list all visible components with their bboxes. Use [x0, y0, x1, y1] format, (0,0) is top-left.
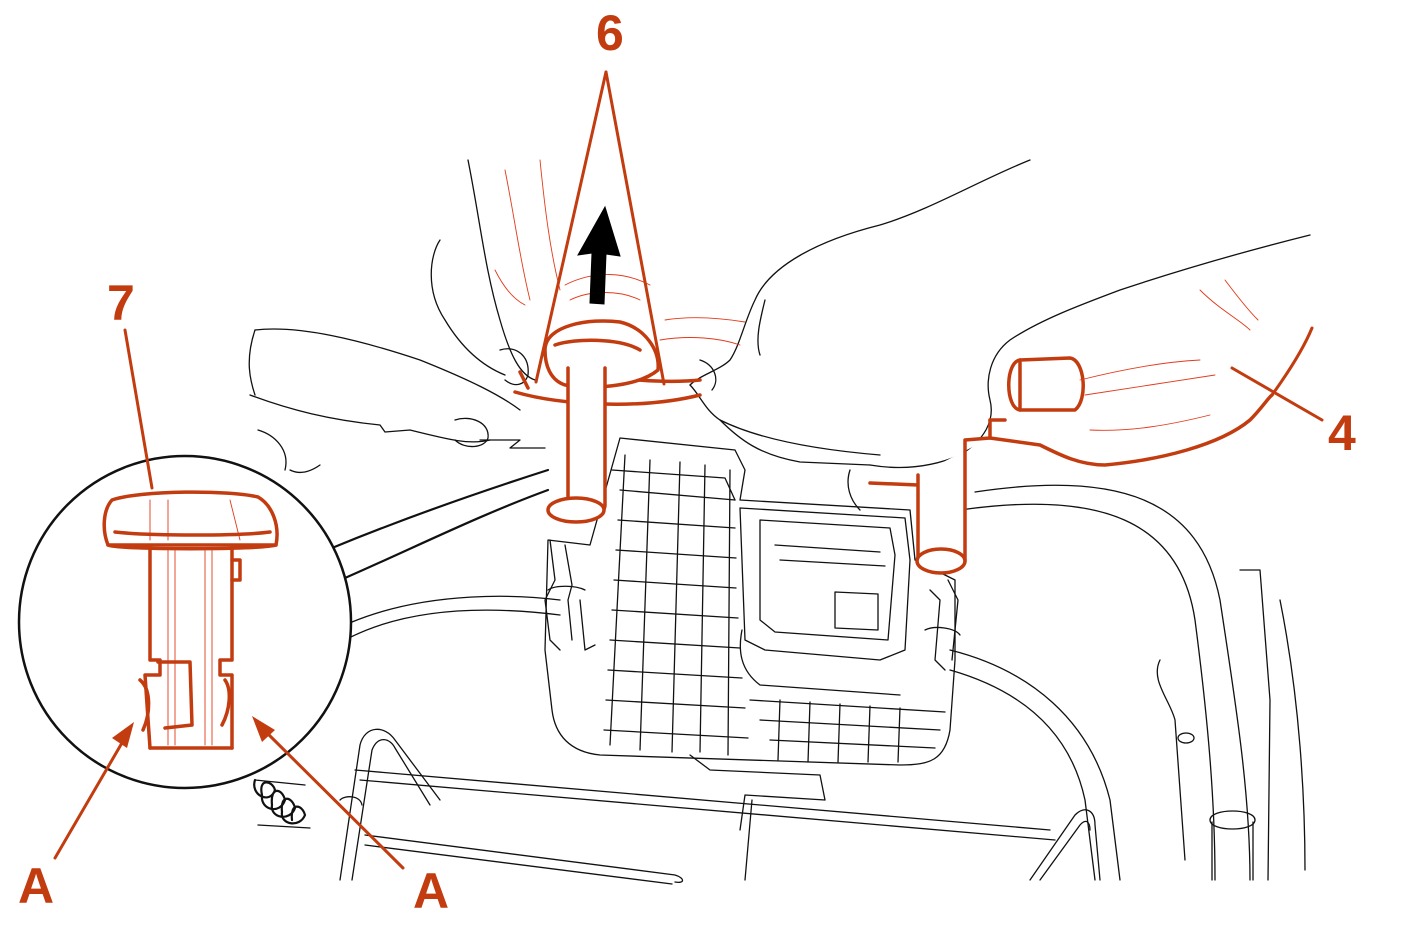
- leader-line-4: [1230, 366, 1324, 422]
- callout-label-a-right: A: [413, 863, 449, 919]
- leader-line-4b: [1270, 326, 1314, 397]
- leader-line-a-right: [260, 726, 405, 870]
- callout-label-6: 6: [596, 5, 624, 61]
- part-4-bracket: [868, 279, 1274, 575]
- control-module-housing: [544, 437, 961, 881]
- callout-label-7: 7: [107, 275, 135, 331]
- callout-label-a-left: A: [18, 858, 54, 914]
- leader-line-6-left: [534, 70, 608, 384]
- arrowhead-a-left: [112, 722, 134, 748]
- coil-spring: [253, 778, 311, 829]
- leader-line-a-left: [53, 734, 128, 860]
- part-7-clip-detail: [102, 490, 279, 750]
- callout-label-4: 4: [1328, 405, 1356, 461]
- arrow-up-icon: [577, 205, 621, 305]
- detail-magnifier: [17, 454, 550, 790]
- leader-line-6-right: [604, 70, 666, 386]
- leader-line-7: [123, 328, 154, 490]
- arrowhead-a-right: [252, 716, 275, 742]
- part-6-plunger: [494, 159, 746, 524]
- housing-line-art: [248, 159, 1311, 885]
